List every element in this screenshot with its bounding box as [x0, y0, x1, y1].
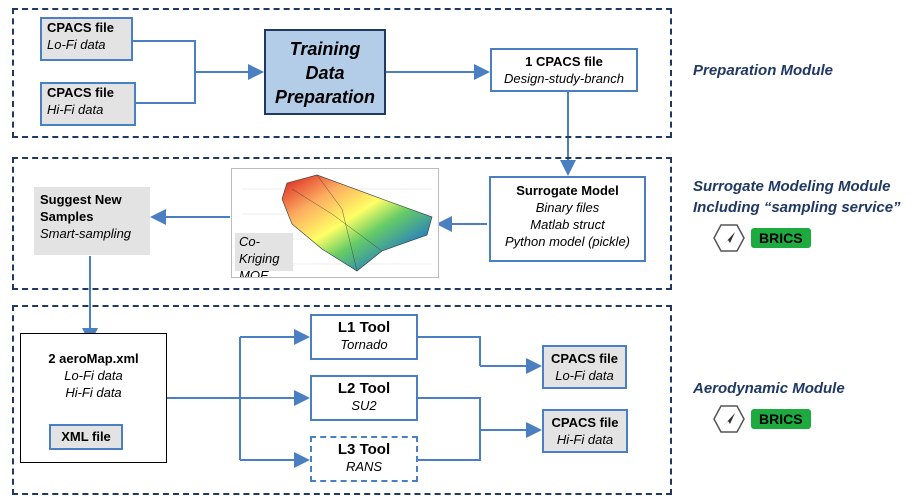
- caption-line1: Co-Kriging: [239, 234, 280, 266]
- caption-line2: MOE: [239, 268, 269, 278]
- training-data-preparation-box: Training Data Preparation: [264, 29, 386, 115]
- suggest-title-line2: Samples: [40, 209, 94, 224]
- cpacs-lofi-output-sub: Lo-Fi data: [555, 368, 614, 383]
- suggest-new-samples-box: Suggest New Samples Smart-sampling: [34, 187, 150, 255]
- aeromap-line1: Lo-Fi data: [64, 368, 123, 383]
- cpacs-hifi-output-box: CPACS file Hi-Fi data: [542, 409, 628, 453]
- l1-tool-box: L1 Tool Tornado: [310, 314, 418, 360]
- surrogate-model-line3: Python model (pickle): [505, 234, 630, 249]
- surrogate-label-line2: Including “sampling service”: [693, 199, 901, 216]
- l3-tool-title: L3 Tool: [337, 441, 391, 458]
- l2-tool-title: L2 Tool: [337, 380, 391, 397]
- aeromap-title: 2 aeroMap.xml: [48, 351, 139, 366]
- cpacs-lofi-input-sub: Lo-Fi data: [47, 37, 106, 52]
- l2-tool-box: L2 Tool SU2: [310, 375, 418, 421]
- cpacs-hifi-input-sub: Hi-Fi data: [47, 102, 104, 117]
- surrogate-model-line2: Matlab struct: [530, 217, 605, 232]
- brics-badge: BRICS: [751, 409, 811, 429]
- cpacs-lofi-input-box: CPACS file Lo-Fi data: [40, 17, 133, 61]
- xml-file-box: XML file: [49, 424, 123, 450]
- surrogate-model-box: Surrogate Model Binary files Matlab stru…: [489, 176, 646, 262]
- co-kriging-surface-plot: Co-Kriging MOE: [231, 168, 439, 278]
- design-study-cpacs-box: 1 CPACS file Design-study-branch: [490, 48, 638, 92]
- brics-hex-icon: [713, 405, 745, 433]
- preparation-module: [12, 8, 672, 138]
- cpacs-hifi-output-sub: Hi-Fi data: [556, 432, 614, 447]
- cpacs-hifi-input-title: CPACS file: [47, 85, 114, 100]
- brics-badge: BRICS: [751, 228, 811, 248]
- suggest-sub: Smart-sampling: [40, 226, 132, 241]
- surrogate-model-title: Surrogate Model: [516, 183, 619, 198]
- brics-logo-surrogate: BRICS: [713, 224, 811, 252]
- brics-hex-icon: [713, 224, 745, 252]
- cpacs-lofi-output-title: CPACS file: [551, 351, 618, 366]
- training-line1: Training: [289, 39, 361, 59]
- l1-tool-sub: Tornado: [340, 337, 388, 352]
- l1-tool-title: L1 Tool: [337, 319, 391, 336]
- suggest-title-line1: Suggest New: [40, 192, 122, 207]
- cpacs-hifi-output-title: CPACS file: [551, 415, 619, 430]
- surrogate-label-line1: Surrogate Modeling Module: [693, 178, 891, 195]
- xml-file-label: XML file: [61, 429, 111, 444]
- cpacs-lofi-input-title: CPACS file: [47, 20, 114, 35]
- aeromap-line2: Hi-Fi data: [65, 385, 122, 400]
- design-study-sub: Design-study-branch: [504, 71, 624, 86]
- aerodynamic-module: [12, 305, 672, 495]
- cpacs-lofi-output-box: CPACS file Lo-Fi data: [542, 345, 627, 389]
- brics-logo-aero: BRICS: [713, 405, 811, 433]
- surrogate-module-label: Surrogate Modeling Module Including “sam…: [693, 176, 901, 218]
- design-study-title: 1 CPACS file: [525, 54, 603, 69]
- surrogate-model-line1: Binary files: [535, 200, 600, 215]
- l3-tool-sub: RANS: [345, 459, 383, 474]
- training-line3: Preparation: [274, 87, 376, 107]
- preparation-module-label: Preparation Module: [693, 62, 834, 79]
- l3-tool-box: L3 Tool RANS: [310, 436, 418, 482]
- aerodynamic-module-label: Aerodynamic Module: [693, 380, 845, 397]
- l2-tool-sub: SU2: [351, 398, 377, 413]
- surrogate-modeling-module: [12, 157, 672, 290]
- training-line2: Data: [305, 63, 345, 83]
- cpacs-hifi-input-box: CPACS file Hi-Fi data: [40, 82, 136, 126]
- surface-plot-caption: Co-Kriging MOE: [235, 233, 293, 277]
